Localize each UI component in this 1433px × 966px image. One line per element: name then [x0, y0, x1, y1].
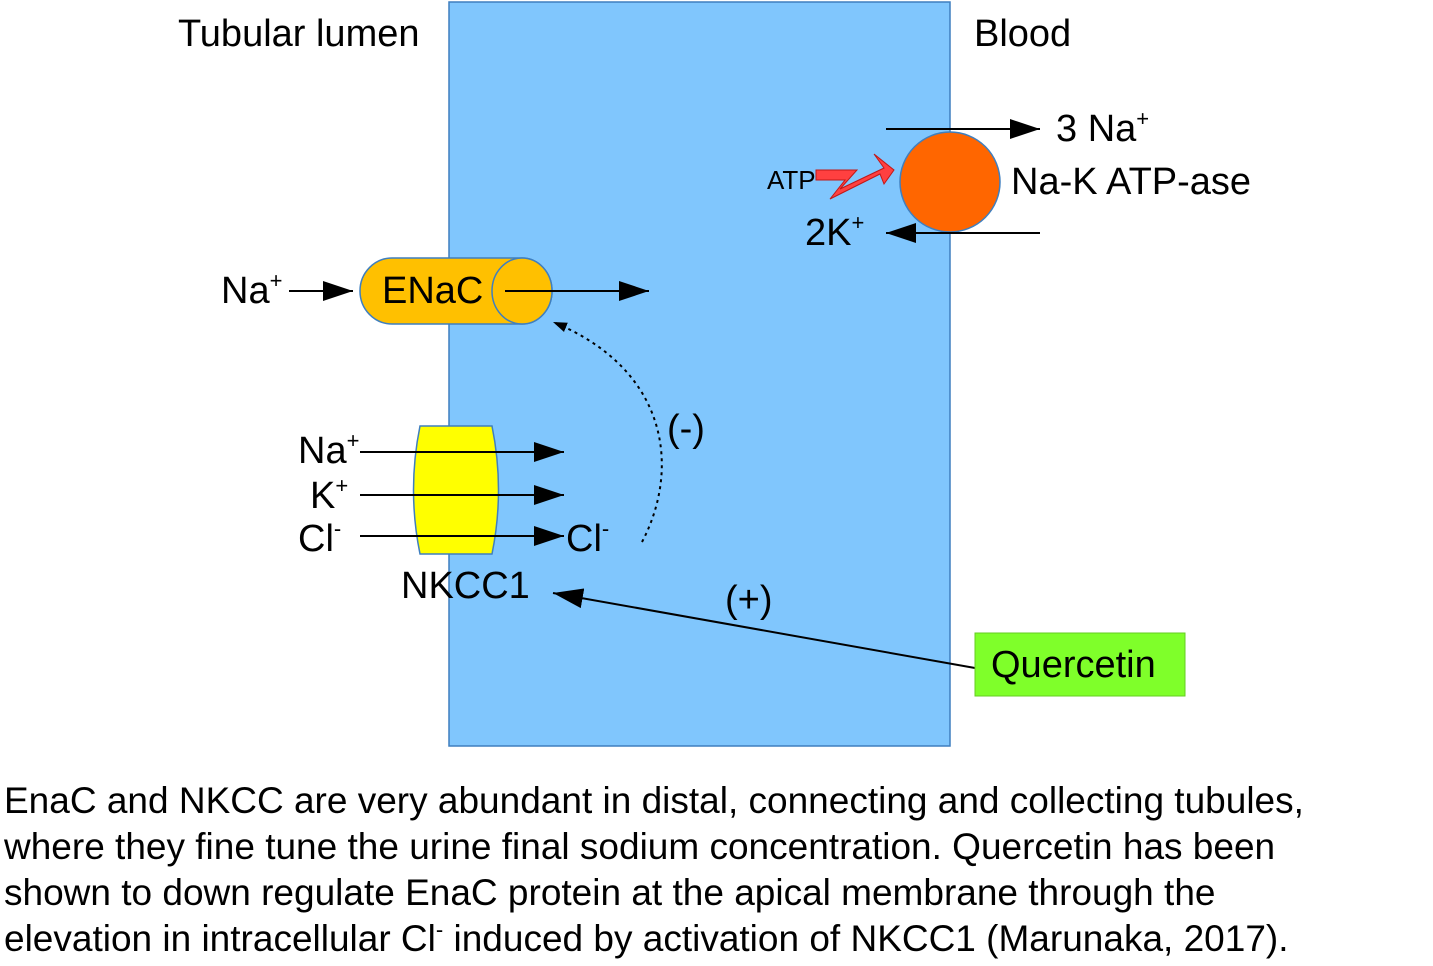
caption-line-4-start: elevation in intracellular Cl: [4, 918, 436, 959]
caption-line-4-end: induced by activation of NKCC1 (Marunaka…: [443, 918, 1289, 959]
chloride-inhibition-arrow: [552, 321, 663, 543]
caption-line-1: EnaC and NKCC are very abundant in dista…: [4, 780, 1304, 821]
two-k-label: 2K+: [805, 210, 864, 254]
nkcc1-cl-label: Cl-: [298, 516, 341, 560]
quercetin-box: [974, 632, 1186, 697]
atp-label: ATP: [767, 165, 816, 195]
enac-na-label: Na+: [221, 268, 282, 312]
pump-label: Na-K ATP-ase: [1011, 161, 1251, 203]
inhibit-label: (-): [667, 408, 705, 450]
diagram-canvas: Tubular lumen Blood 3 Na+ Na-K ATP-ase 2…: [178, 1, 1251, 747]
caption-line-3: shown to down regulate EnaC protein at t…: [4, 872, 1216, 913]
na-k-atpase: 3 Na+ Na-K ATP-ase 2K+ ATP: [767, 106, 1251, 254]
nkcc1-label: NKCC1: [401, 565, 530, 607]
pump-circle: [899, 131, 1001, 233]
atp-bolt-icon: [815, 153, 895, 200]
caption-superscript: -: [435, 917, 444, 942]
cell-body: [448, 1, 951, 747]
blood-label: Blood: [974, 13, 1071, 55]
quercetin-activation: (+) Quercetin: [552, 579, 1186, 697]
figure-caption: EnaC and NKCC are very abundant in dista…: [4, 778, 1429, 962]
caption-line-4: elevation in intracellular Cl- induced b…: [4, 916, 1429, 962]
nkcc1-na-label: Na+: [298, 428, 359, 472]
caption-line-2: where they fine tune the urine final sod…: [4, 826, 1276, 867]
enac-label: ENaC: [382, 270, 483, 312]
enac-channel: ENaC Na+: [221, 257, 649, 325]
quercetin-label: Quercetin: [991, 644, 1156, 686]
lumen-label: Tubular lumen: [178, 13, 420, 55]
three-na-label: 3 Na+: [1056, 106, 1149, 150]
nkcc1-body: [412, 425, 500, 555]
nkcc1-k-label: K+: [310, 473, 348, 517]
quercetin-activation-arrow: [552, 588, 976, 669]
intracellular-cl-label: Cl-: [566, 516, 609, 560]
activate-label: (+): [725, 579, 773, 621]
nkcc1-transporter: Na+ K+ Cl- Cl- NKCC1: [298, 425, 609, 607]
